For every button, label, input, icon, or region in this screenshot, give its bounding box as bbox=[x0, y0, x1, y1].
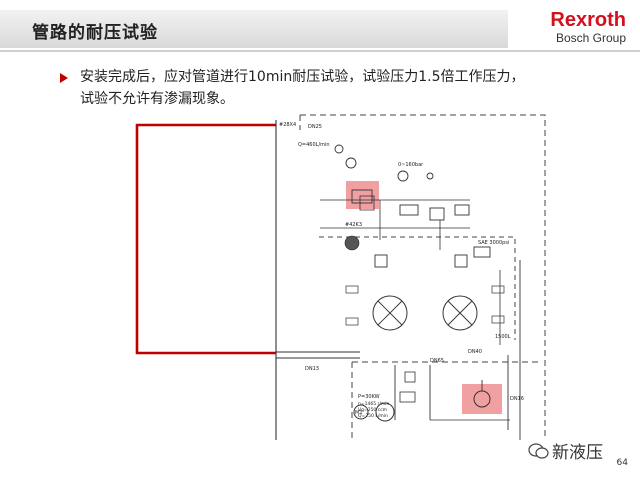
valve-top bbox=[351, 189, 373, 204]
label-port-top: #28X4 bbox=[279, 122, 296, 128]
gauge-1 bbox=[334, 144, 344, 154]
label-disp: Vg=250 ccm bbox=[358, 407, 387, 413]
station-boundary bbox=[299, 114, 546, 440]
label-tank: 1500L bbox=[495, 334, 511, 340]
valve-pump-2 bbox=[404, 371, 416, 383]
label-dn25: DN25 bbox=[308, 124, 322, 130]
label-motor: M1 bbox=[355, 410, 363, 416]
tank-boundary bbox=[319, 236, 516, 340]
bullet-triangle-icon bbox=[60, 73, 68, 83]
tag-8-4 bbox=[491, 315, 505, 324]
component-box-3 bbox=[473, 246, 491, 258]
component-box-1 bbox=[374, 254, 388, 268]
gauge-3 bbox=[397, 170, 409, 182]
cooler-2 bbox=[442, 295, 478, 331]
body-text: 安装完成后，应对管道进行10min耐压试验，试验压力1.5倍工作压力， 试验不允… bbox=[80, 66, 600, 110]
accumulator bbox=[344, 235, 360, 251]
slide-header: 管路的耐压试验 Rexroth Bosch Group bbox=[0, 0, 640, 52]
brand-subtitle: Bosch Group bbox=[555, 31, 626, 45]
brand-name: Rexroth bbox=[550, 9, 626, 31]
highlight-valve-top bbox=[346, 181, 379, 209]
label-power: P=30KW bbox=[358, 394, 380, 400]
component-box-2 bbox=[454, 254, 468, 268]
tag-8-1 bbox=[345, 285, 359, 294]
gauge-4 bbox=[426, 172, 434, 180]
label-sae: SAE 3000psi bbox=[478, 240, 509, 246]
gauge-2 bbox=[345, 157, 357, 169]
brand-logo: Rexroth Bosch Group bbox=[550, 10, 626, 46]
title-bar bbox=[0, 10, 508, 48]
label-dn13: DN13 bbox=[305, 366, 319, 372]
label-kz: #42K3 bbox=[345, 222, 362, 228]
body-line-1: 安装完成后，应对管道进行10min耐压试验，试验压力1.5倍工作压力， bbox=[80, 69, 525, 85]
motor-m1 bbox=[353, 404, 369, 420]
tag-8-3 bbox=[491, 285, 505, 294]
label-q: Q=460L/min bbox=[298, 142, 330, 148]
valve-mid bbox=[429, 207, 445, 221]
valve-mid-2 bbox=[454, 204, 470, 216]
valve-top-inner bbox=[359, 195, 375, 211]
body-line-2: 试验不允许有渗漏现象。 bbox=[80, 91, 234, 107]
label-dn16: DN16 bbox=[510, 396, 524, 402]
cooler-1 bbox=[372, 295, 408, 331]
label-p1: 0~160bar bbox=[398, 162, 424, 168]
filter-1 bbox=[399, 204, 419, 216]
label-dn40: DN40 bbox=[468, 349, 482, 355]
watermark-text: 新液压 bbox=[552, 443, 603, 463]
pump-boundary bbox=[351, 361, 540, 440]
test-loop-line bbox=[135, 123, 276, 355]
chat-bubble-icon bbox=[528, 443, 549, 459]
main-pump bbox=[375, 402, 395, 422]
tag-8-2 bbox=[345, 317, 359, 326]
label-speed: n=1465 r/min bbox=[358, 401, 390, 407]
header-divider bbox=[0, 50, 640, 52]
label-dn65: DN65 bbox=[430, 358, 444, 364]
slide-title: 管路的耐压试验 bbox=[32, 23, 158, 43]
label-flow: Q=250 L/min bbox=[358, 413, 388, 419]
valve-pump-1 bbox=[399, 391, 416, 403]
page-number: 64 bbox=[616, 458, 628, 468]
